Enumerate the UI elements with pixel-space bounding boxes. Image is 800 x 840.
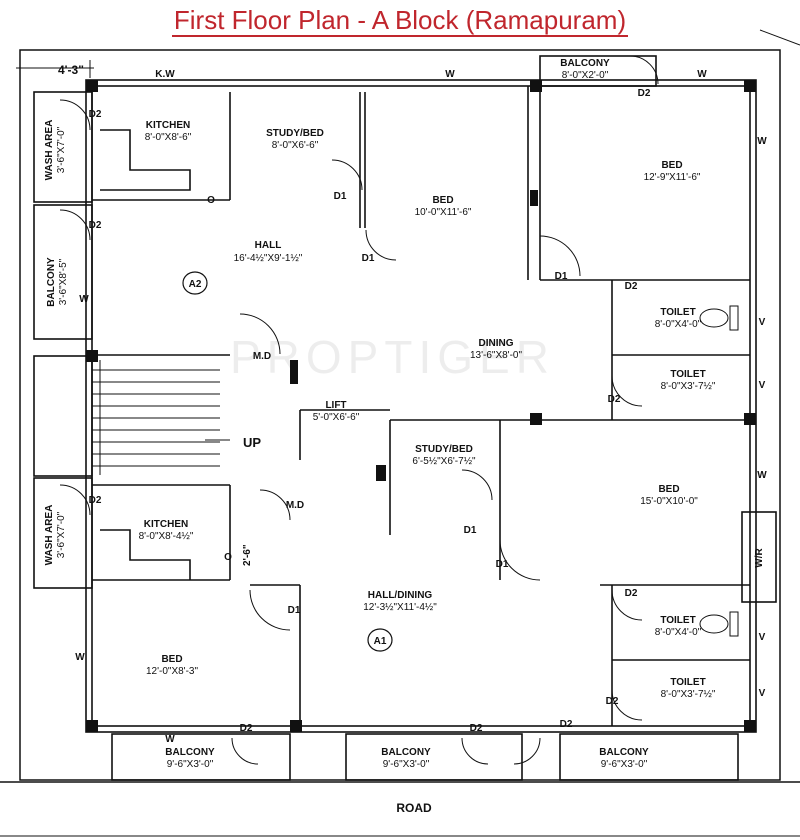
room-name: BALCONY xyxy=(381,747,431,758)
room-name: BED xyxy=(432,195,453,206)
door-tag: D2 xyxy=(560,719,573,730)
window-tag: W xyxy=(79,294,89,305)
room-size: 8'-0"X3'-7½" xyxy=(661,689,716,700)
up-label: UP xyxy=(243,435,261,450)
room-size: 12'-0"X8'-3" xyxy=(146,666,199,677)
door-tag: D1 xyxy=(334,191,347,202)
room-size: 8'-0"X4'-0" xyxy=(655,627,702,638)
door-tag: D2 xyxy=(89,109,102,120)
room-name: HALL xyxy=(255,240,282,251)
room-size: 8'-0"X8'-4½" xyxy=(139,531,194,542)
room-size: 15'-0"X10'-0" xyxy=(640,496,698,507)
vent-tag: V xyxy=(759,380,766,391)
vent-tag: V xyxy=(759,688,766,699)
room-name: HALL/DINING xyxy=(368,590,433,601)
room-size: 16'-4½"X9'-1½" xyxy=(234,253,303,264)
room-name: BALCONY xyxy=(560,58,610,69)
room-name: STUDY/BED xyxy=(415,444,473,455)
room-size: 8'-0"X3'-7½" xyxy=(661,381,716,392)
door-tag: D1 xyxy=(555,271,568,282)
door-tag: D2 xyxy=(625,281,638,292)
door-tag: D1 xyxy=(288,605,301,616)
window-tag: W xyxy=(165,734,175,745)
window-tag: K.W xyxy=(155,69,175,80)
door-tag: D1 xyxy=(362,253,375,264)
room-name: STUDY/BED xyxy=(266,128,324,139)
room-name: WASH AREA xyxy=(44,505,55,566)
room-size: 9'-6"X3'-0" xyxy=(383,759,430,770)
room-name: TOILET xyxy=(670,677,705,688)
room-size: 3'-6"X7'-0" xyxy=(56,126,67,173)
door-tag: D2 xyxy=(89,495,102,506)
room-name: KITCHEN xyxy=(146,120,190,131)
road-label: ROAD xyxy=(396,801,432,815)
room-size: 5'-0"X6'-6" xyxy=(313,412,360,423)
room-size: 9'-6"X3'-0" xyxy=(167,759,214,770)
room-size: 12'-3½"X11'-4½" xyxy=(363,602,437,613)
unit-label: A2 xyxy=(189,279,202,290)
room-name: LIFT xyxy=(325,400,346,411)
room-size: 13'-6"X8'-0" xyxy=(470,350,523,361)
window-tag: W xyxy=(75,652,85,663)
window-tag: W xyxy=(445,69,455,80)
room-size: 8'-0"X6'-6" xyxy=(272,140,319,151)
room-name: BED xyxy=(161,654,182,665)
room-size: 9'-6"X3'-0" xyxy=(601,759,648,770)
room-name: BALCONY xyxy=(599,747,649,758)
opening-tag: O xyxy=(224,552,232,563)
room-name: WASH AREA xyxy=(44,120,55,181)
room-name: BED xyxy=(658,484,679,495)
vent-tag: V xyxy=(759,317,766,328)
watermark: PROPTIGER xyxy=(230,331,555,383)
room-size: 8'-0"X2'-0" xyxy=(562,70,609,81)
room-name: KITCHEN xyxy=(144,519,188,530)
door-tag: D2 xyxy=(240,723,253,734)
room-size: 6'-5½"X6'-7½" xyxy=(412,456,476,467)
room-size: 3'-6"X7'-0" xyxy=(56,511,67,558)
room-name: TOILET xyxy=(660,307,695,318)
room-size: 3'-6"X8'-5" xyxy=(58,258,69,305)
room-name: DINING xyxy=(479,338,514,349)
room-size: 12'-9"X11'-6" xyxy=(644,172,701,183)
door-tag: D2 xyxy=(89,220,102,231)
door-tag: D2 xyxy=(608,394,621,405)
wardrobe-tag: W/R xyxy=(754,548,765,568)
door-tag: D1 xyxy=(464,525,477,536)
unit-label: A1 xyxy=(374,636,387,647)
room-size: 10'-0"X11'-6" xyxy=(415,207,472,218)
door-tag: D1 xyxy=(496,559,509,570)
room-name: BALCONY xyxy=(165,747,215,758)
door-tag: M.D xyxy=(253,351,271,362)
room-name: TOILET xyxy=(660,615,695,626)
room-size: 8'-0"X4'-0" xyxy=(655,319,702,330)
room-name: BALCONY xyxy=(46,257,57,307)
room-name: BED xyxy=(661,160,682,171)
window-tag: W xyxy=(697,69,707,80)
door-tag: M.D xyxy=(286,500,304,511)
opening-tag: O xyxy=(207,195,215,206)
door-tag: D2 xyxy=(606,696,619,707)
vent-tag: V xyxy=(759,632,766,643)
plan-title: First Floor Plan - A Block (Ramapuram) xyxy=(171,5,629,37)
door-tag: D2 xyxy=(470,723,483,734)
door-tag: D2 xyxy=(625,588,638,599)
dim-top: 4'-3" xyxy=(58,63,84,77)
clear-dim: 2'-6" xyxy=(242,544,253,566)
room-size: 8'-0"X8'-6" xyxy=(145,132,192,143)
window-tag: W xyxy=(757,470,767,481)
room-name: TOILET xyxy=(670,369,705,380)
door-tag: D2 xyxy=(638,88,651,99)
window-tag: W xyxy=(757,136,767,147)
